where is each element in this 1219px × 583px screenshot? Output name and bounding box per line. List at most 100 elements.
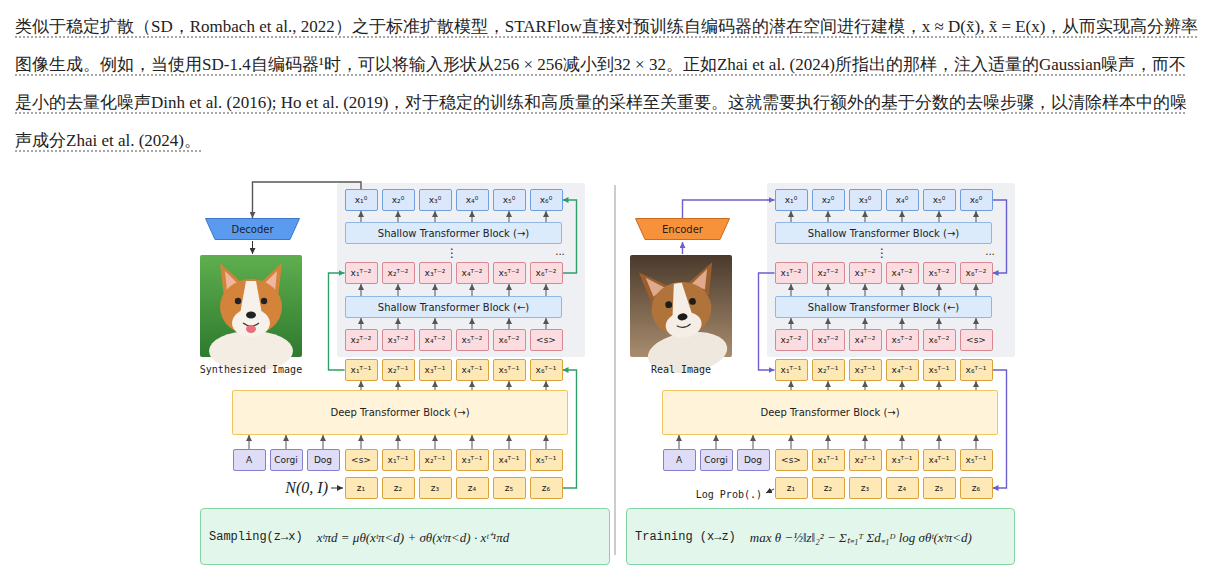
- token-box: x₆ᵀ⁻²: [530, 262, 563, 284]
- token-box: x₁⁰: [775, 189, 808, 211]
- token-box: x₂ᵀ⁻²: [775, 329, 808, 351]
- token-box: z₄: [886, 477, 919, 499]
- synthesized-image: [200, 255, 302, 371]
- logprob-arrow: [766, 489, 774, 493]
- token-box: Corgi: [270, 449, 303, 471]
- token-box: x₃ᵀ⁻¹: [886, 449, 919, 471]
- node-label: Deep Transformer Block (→): [330, 407, 469, 418]
- transformer-block: Shallow Transformer Block (←): [775, 296, 992, 318]
- trapezoid-outline: [636, 219, 730, 240]
- connector-arrow: [398, 211, 399, 222]
- node-label: A: [246, 455, 252, 465]
- connector-arrow: [361, 435, 362, 449]
- node-label: <s>: [536, 335, 556, 345]
- node-label: z₆: [972, 483, 980, 493]
- node-label: x₁ᵀ⁻²: [351, 268, 372, 278]
- node-label: x₅ᵀ⁻¹: [536, 455, 557, 465]
- connector-arrow: [323, 435, 324, 449]
- noise-arrow: [331, 488, 343, 489]
- transformer-block: Shallow Transformer Block (→): [345, 222, 562, 244]
- synthesized-image-part: [220, 279, 282, 335]
- token-box: x₅⁰: [493, 189, 526, 211]
- token-box: A: [663, 449, 696, 471]
- node-label: x₃ᵀ⁻¹: [462, 455, 483, 465]
- connector-arrow: [939, 318, 940, 329]
- node-label: x₅ᵀ⁻¹: [966, 455, 987, 465]
- ellipsis: ⋮: [876, 246, 888, 260]
- connector-arrow: [939, 435, 940, 449]
- connector-arrow: [828, 211, 829, 222]
- body-paragraph: 类似于稳定扩散（SD，Rombach et al., 2022）之于标准扩散模型…: [15, 8, 1200, 160]
- node-label: x₂⁰: [392, 195, 405, 205]
- token-box: x₄ᵀ⁻²: [419, 329, 452, 351]
- node-label: x₁ᵀ⁻¹: [781, 365, 802, 375]
- node-label: x₆ᵀ⁻²: [499, 335, 520, 345]
- token-box: x₄ᵀ⁻²: [849, 329, 882, 351]
- connector-arrow: [791, 211, 792, 222]
- node-label: x₆⁰: [970, 195, 983, 205]
- node-label: x₄ᵀ⁻¹: [462, 365, 483, 375]
- connector-arrow: [791, 435, 792, 449]
- node-label: x₅ᵀ⁻²: [499, 268, 520, 278]
- token-box: x₅ᵀ⁻¹: [960, 449, 993, 471]
- token-box: z₆: [530, 477, 563, 499]
- image-caption: Synthesized Image: [200, 364, 302, 375]
- node-label: x₂ᵀ⁻²: [351, 335, 372, 345]
- node-label: x₂ᵀ⁻¹: [818, 365, 839, 375]
- token-box: <s>: [530, 329, 563, 351]
- connector-arrow: [435, 381, 436, 390]
- node-label: x₁ᵀ⁻¹: [351, 365, 372, 375]
- node-label: x₃ᵀ⁻²: [425, 268, 446, 278]
- node-label: A: [676, 455, 682, 465]
- connector-arrow: [791, 318, 792, 329]
- connector-arrow: [828, 318, 829, 329]
- token-box: x₅ᵀ⁻²: [456, 329, 489, 351]
- decoder-block: Decoder: [205, 218, 300, 240]
- connector-arrow: [902, 435, 903, 449]
- flow-arrow: [993, 200, 1007, 273]
- token-box: <s>: [960, 329, 993, 351]
- token-box: x₃⁰: [849, 189, 882, 211]
- connector-arrow: [865, 435, 866, 449]
- token-box: z₃: [419, 477, 452, 499]
- real-image: [630, 255, 732, 378]
- node-label: x₆ᵀ⁻²: [966, 268, 987, 278]
- node-label: Shallow Transformer Block (←): [808, 302, 959, 313]
- token-box: Dog: [307, 449, 340, 471]
- connector-arrow: [902, 211, 903, 222]
- token-box: z₆: [960, 477, 993, 499]
- equation-title: Training (x→z): [635, 530, 736, 544]
- token-box: x₃ᵀ⁻²: [382, 329, 415, 351]
- node-label: z₆: [542, 483, 550, 493]
- connector-arrow: [249, 435, 250, 449]
- node-label: x₄⁰: [896, 195, 909, 205]
- node-label: x₆ᵀ⁻²: [929, 335, 950, 345]
- token-box: x₁ᵀ⁻²: [775, 262, 808, 284]
- flow-arrow: [329, 273, 345, 370]
- connector-arrow: [865, 318, 866, 329]
- node-label: x₅ᵀ⁻²: [892, 335, 913, 345]
- token-box: x₃ᵀ⁻¹: [849, 359, 882, 381]
- flow-line: [252, 241, 253, 254]
- real-image-part-part: [677, 324, 691, 328]
- connector-arrow: [435, 211, 436, 222]
- connector-arrow: [865, 284, 866, 296]
- token-box: <s>: [345, 449, 378, 471]
- node-label: x₂ᵀ⁻¹: [855, 455, 876, 465]
- connector-arrow: [435, 284, 436, 296]
- node-label: <s>: [966, 335, 986, 345]
- token-box: x₆ᵀ⁻¹: [960, 359, 993, 381]
- node-label: Dog: [314, 455, 332, 465]
- connector-arrow: [546, 381, 547, 390]
- token-box: x₃⁰: [419, 189, 452, 211]
- token-box: x₅ᵀ⁻²: [886, 329, 919, 351]
- token-box: x₆⁰: [960, 189, 993, 211]
- connector-arrow: [791, 381, 792, 390]
- image-caption: Real Image: [651, 364, 711, 375]
- connector-arrow: [902, 318, 903, 329]
- connector-arrow: [939, 284, 940, 296]
- equation-box: Training (x→z)max θ −½‖z‖₂² − Σₜ₌₁ᵀ Σd₌₁…: [626, 508, 1015, 565]
- node-label: z₂: [824, 483, 832, 493]
- synthesized-image-part: [232, 309, 270, 337]
